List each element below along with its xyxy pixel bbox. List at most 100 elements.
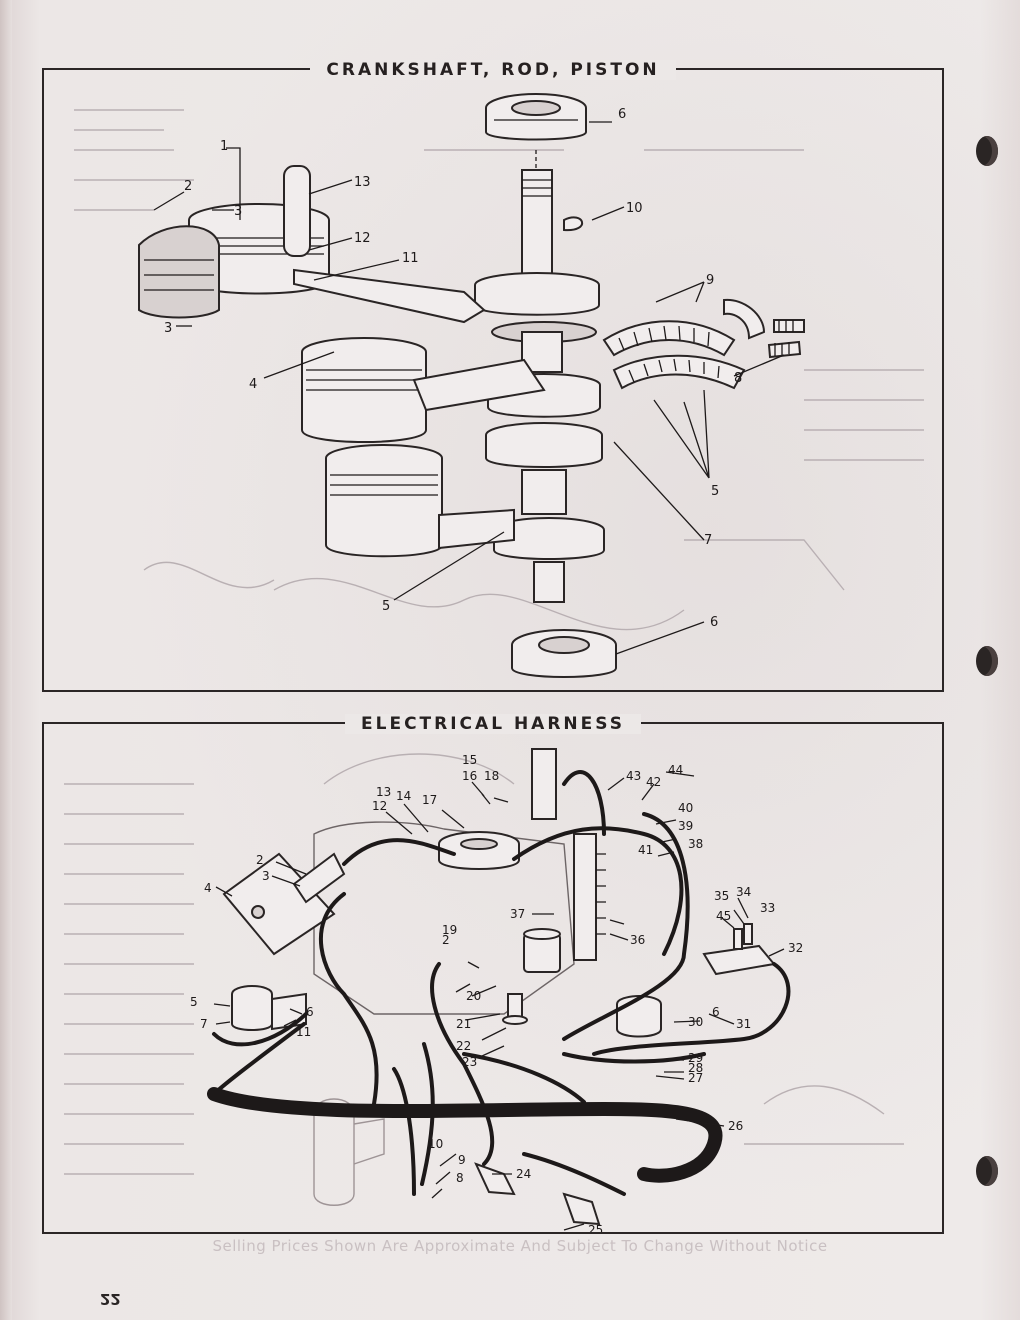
coil-assembly [502,928,561,1025]
callout-8: 8 [456,1171,464,1185]
callout-26: 26 [728,1119,743,1133]
callout-12: 12 [354,231,371,246]
callout-10: 10 [626,201,643,216]
callout-21: 21 [456,1017,471,1031]
callout-5: 5 [711,484,719,499]
engine-block [313,821,575,1015]
electrical-panel-title: ELECTRICAL HARNESS [44,711,942,737]
callout-35: 35 [714,889,729,903]
callout-5: 5 [382,599,390,614]
callout-5: 5 [190,995,198,1009]
callout-25: 25 [588,1223,603,1232]
callout-2: 2 [184,179,192,194]
crankshaft [474,169,605,603]
crankshaft-leader-lines [153,121,785,655]
callout-6: 6 [712,1005,720,1019]
callout-41: 41 [638,843,653,857]
binder-hole-icon [976,646,998,676]
callout-15: 15 [462,753,477,767]
battery-clamps [474,1162,601,1226]
callout-34: 34 [736,885,751,899]
callout-29: 29 [688,1051,703,1065]
callout-3: 3 [234,204,242,219]
callout-3: 3 [262,869,270,883]
callout-42: 42 [646,775,661,789]
harness-callouts: 2 2 3 4 5 6 6 7 8 9 10 11 12 13 14 15 16… [190,753,803,1232]
callout-9: 9 [458,1153,466,1167]
callout-11: 11 [296,1025,311,1039]
starter-solenoid [616,995,662,1038]
top-ball-bearing [485,93,587,141]
callout-10: 10 [428,1137,443,1151]
callout-36: 36 [630,933,645,947]
callout-6: 6 [710,615,718,630]
callout-32: 32 [788,941,803,955]
print-through-ghost [74,109,924,631]
piston-lower [325,444,515,558]
callout-37: 37 [510,907,525,921]
callout-27: 27 [688,1071,703,1085]
harness-leader-lines [213,771,785,1231]
callout-19: 19 [442,923,457,937]
callout-16: 16 [462,769,477,783]
terminal-strip [531,748,606,961]
connecting-rod-upper [293,268,486,324]
callout-11: 11 [402,251,419,266]
wrist-pin [283,165,311,257]
callout-33: 33 [760,901,775,915]
callout-45: 45 [716,909,731,923]
piston-middle [301,337,546,443]
callout-22: 22 [456,1039,471,1053]
callout-30: 30 [688,1015,703,1029]
callout-2: 2 [256,853,264,867]
callout-39: 39 [678,819,693,833]
crankshaft-callouts: 1 2 3 3 4 5 5 6 6 7 8 9 10 11 12 13 [164,107,742,630]
callout-17: 17 [422,793,437,807]
callout-7: 7 [704,533,712,548]
starter-motor [313,1098,385,1206]
binder-hole-icon [976,1156,998,1186]
callout-38: 38 [688,837,703,851]
callout-8: 8 [734,371,742,386]
callout-24: 24 [516,1167,531,1181]
callout-3: 3 [164,321,172,336]
callout-18: 18 [484,769,499,783]
bottom-ball-bearing [511,629,617,678]
callout-4: 4 [249,377,257,392]
callout-13: 13 [376,785,391,799]
callout-43: 43 [626,769,641,783]
binding-edge [0,0,12,1320]
callout-28: 28 [688,1061,703,1075]
callout-2: 2 [442,933,450,947]
callout-7: 7 [200,1017,208,1031]
crankshaft-exploded-diagram: 1 2 3 3 4 5 5 6 6 7 8 9 10 11 12 13 [74,93,924,678]
callout-44: 44 [668,763,683,777]
callout-1: 1 [220,139,228,154]
electrical-harness-diagram: 2 2 3 4 5 6 6 7 8 9 10 11 12 13 14 15 16… [64,748,904,1232]
binder-hole-icon [976,136,998,166]
callout-40: 40 [678,801,693,815]
electrical-title-text: ELECTRICAL HARNESS [345,714,641,734]
crankshaft-panel-title: CRANKSHAFT, ROD, PISTON [44,57,942,83]
crankshaft-title-text: CRANKSHAFT, ROD, PISTON [310,60,676,80]
harness-wires [207,770,791,1196]
callout-20: 20 [466,989,481,1003]
rectifier-plate [222,852,346,956]
callout-12: 12 [372,799,387,813]
needle-bearing-cages [602,298,805,390]
callout-14: 14 [396,789,411,803]
callout-31: 31 [736,1017,751,1031]
footer-price-note: Selling Prices Shown Are Approximate And… [212,1237,828,1255]
woodruff-key [563,216,584,232]
callout-23: 23 [462,1055,477,1069]
callout-13: 13 [354,175,371,190]
callout-6: 6 [306,1005,314,1019]
callout-6: 6 [618,107,626,122]
page-number: 22 [100,1290,121,1308]
switch-bracket [702,923,776,976]
crankshaft-panel: CRANKSHAFT, ROD, PISTON [42,60,944,692]
electrical-panel: ELECTRICAL HARNESS [42,714,944,1234]
print-through-ghost [64,753,904,1175]
callout-9: 9 [706,273,714,288]
